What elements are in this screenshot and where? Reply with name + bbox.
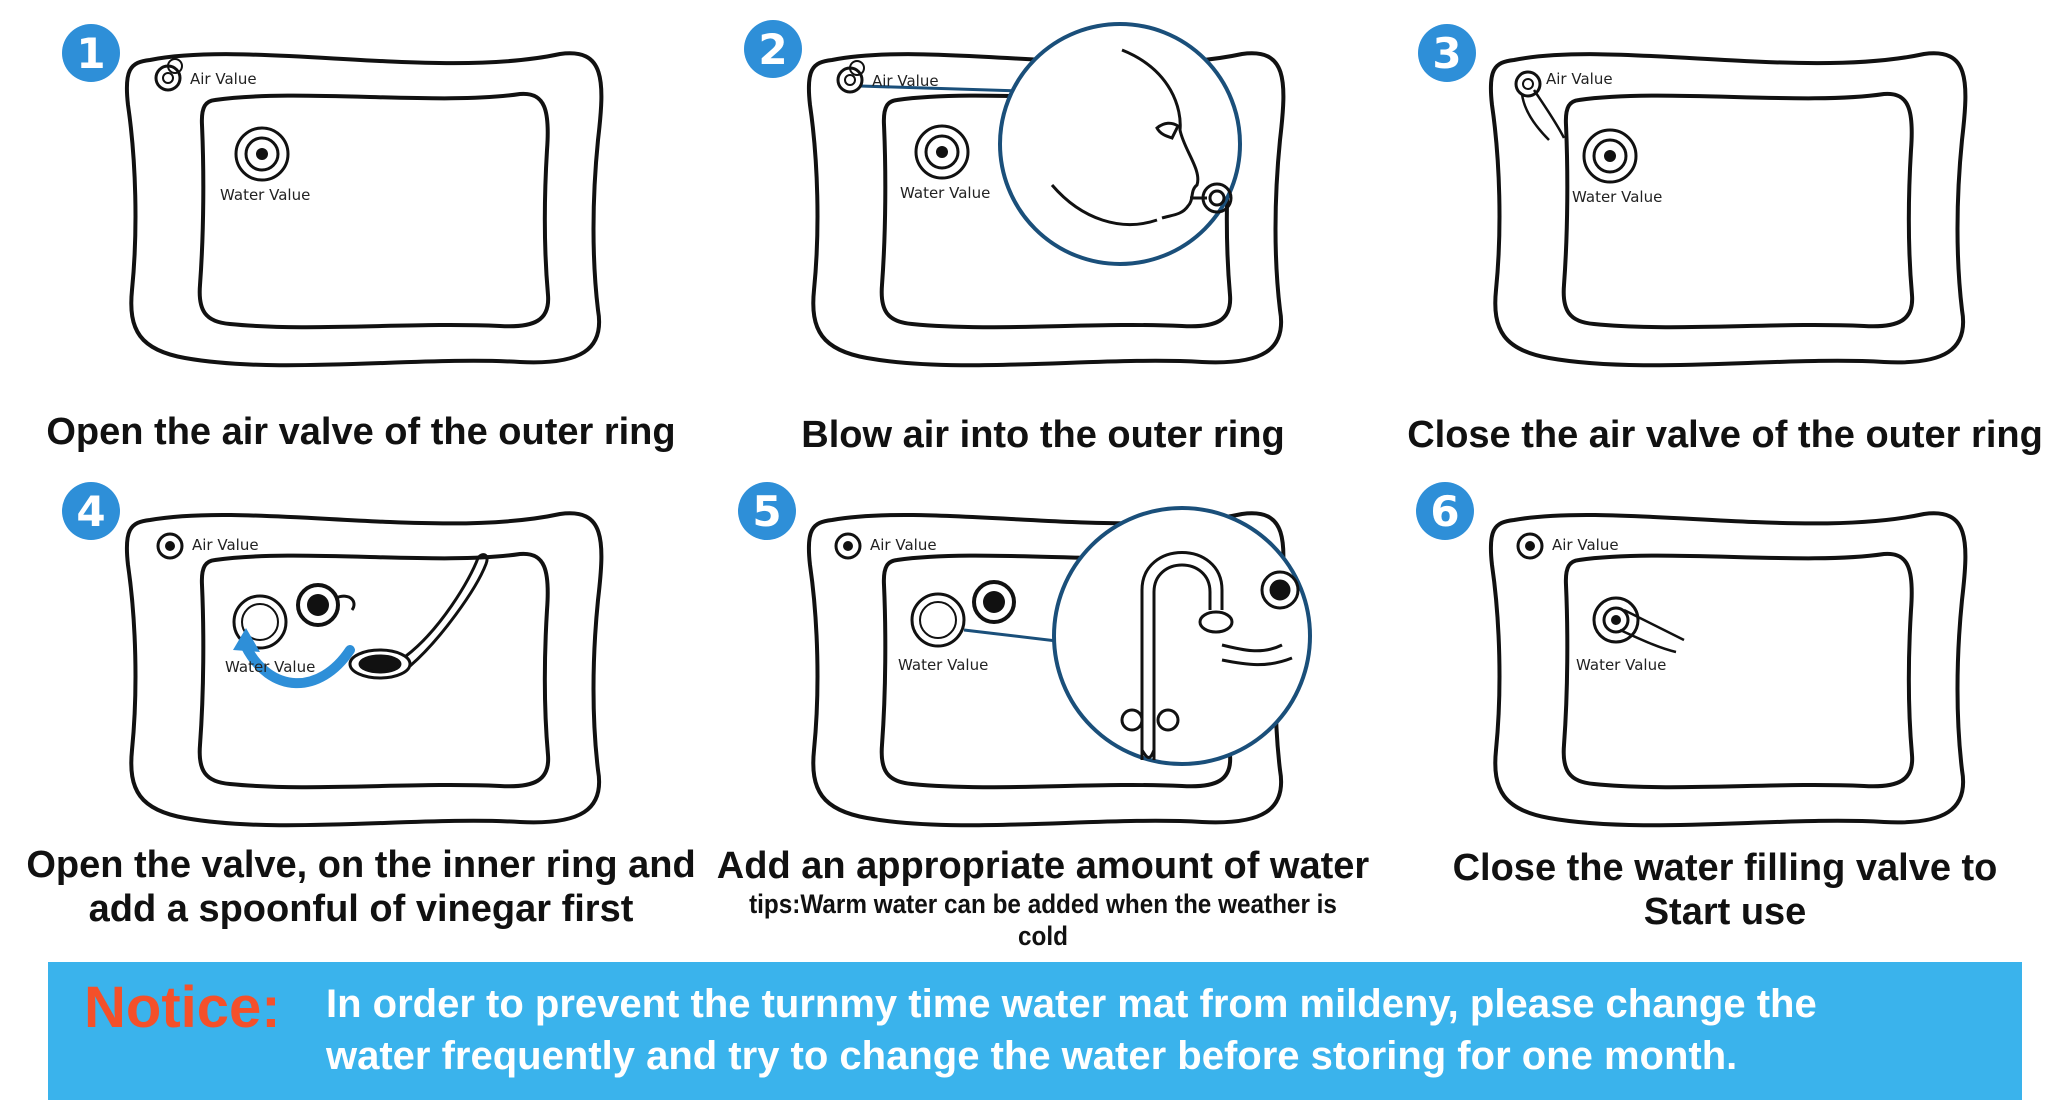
step-tips: tips:Warm water can be added when the we… (749, 889, 1337, 951)
water-valve-label: Water Value (1572, 188, 1662, 206)
inner-ring (197, 551, 551, 790)
step-caption: Open the valve, on the inner ring and ad… (20, 843, 702, 931)
step-number-badge: 2 (744, 20, 802, 78)
outer-ring (806, 51, 1286, 368)
outer-ring (124, 511, 604, 828)
step-caption: Close the water filling valve to Start u… (1384, 846, 2048, 934)
zoom-circle (1052, 506, 1312, 766)
air-valve-icon (156, 532, 184, 560)
step-caption: Add an appropriate amount of water tips:… (702, 844, 1384, 952)
inner-ring (1561, 551, 1915, 790)
air-valve-icon (154, 58, 183, 92)
air-valve-icon (1516, 532, 1544, 560)
finger-icon (1619, 608, 1685, 654)
step-number-badge: 3 (1418, 24, 1476, 82)
step-1: 1 Air Value Water Value Open the air val… (20, 10, 702, 480)
step-number-badge: 5 (738, 482, 796, 540)
water-valve-label: Water Value (898, 656, 988, 674)
outer-ring (1488, 511, 1968, 828)
finger-icon (1520, 89, 1566, 141)
faucet-icon (1120, 551, 1300, 760)
step-number-badge: 1 (62, 24, 120, 82)
valve-cap-icon (296, 583, 356, 627)
inner-ring (197, 91, 551, 330)
outer-ring (124, 51, 604, 368)
step-caption: Blow air into the outer ring (801, 414, 1285, 456)
step-number-badge: 4 (62, 482, 120, 540)
step-caption: Open the air valve of the outer ring (46, 411, 676, 453)
pour-arrow (240, 640, 355, 689)
spoon-icon (348, 553, 489, 680)
inner-ring (1561, 91, 1915, 330)
air-valve-icon (1514, 70, 1542, 98)
air-valve-label: Air Value (872, 72, 939, 90)
mat-illustration: Air Value Water Value (806, 22, 1286, 368)
mat-illustration: Air Value Water Value (124, 51, 604, 368)
notice-banner: Notice: In order to prevent the turnmy t… (48, 962, 2022, 1100)
face-icon (1050, 48, 1233, 227)
outer-ring (1488, 51, 1968, 368)
mat-illustration: Air Value Water Value (1488, 51, 1968, 368)
water-valve-label: Water Value (900, 184, 990, 202)
air-valve-label: Air Value (192, 536, 259, 554)
step-5: 5 Air Value Water Value Add an appropria… (702, 480, 1384, 952)
step-4: 4 Air Value Water Value Open the valve, … (20, 480, 702, 950)
air-valve-label: Air Value (870, 536, 937, 554)
step-number-badge: 6 (1416, 482, 1474, 540)
water-valve-label: Water Value (220, 186, 310, 204)
water-valve-label: Water Value (225, 658, 315, 676)
water-valve-icon (1582, 128, 1638, 184)
water-valve-icon (1592, 596, 1640, 644)
zoom-circle (998, 22, 1242, 266)
step-6: 6 Air Value Water Value Close the water … (1384, 480, 2048, 950)
notice-text: In order to prevent the turnmy time wate… (326, 978, 1986, 1082)
step-caption-line: add a spoonful of vinegar first (88, 888, 634, 930)
notice-title: Notice: (84, 975, 281, 1040)
step-caption-line: Start use (1643, 891, 1807, 933)
open-water-valve-icon (232, 594, 288, 650)
mat-illustration: Air Value Water Value (1488, 511, 1968, 828)
step-3: 3 Air Value Water Value Close the air va… (1384, 10, 2048, 480)
notice-line: In order to prevent the turnmy time wate… (326, 982, 1817, 1026)
mat-illustration: Air Value Water Value (806, 506, 1312, 828)
notice-line: water frequently and try to change the w… (326, 1034, 1738, 1078)
step-caption-line: Close the water filling valve to (1452, 847, 1998, 889)
mat-illustration: Air Value Water Value (124, 511, 604, 828)
step-caption-line: Add an appropriate amount of water (716, 845, 1370, 887)
water-valve-label: Water Value (1576, 656, 1666, 674)
air-valve-icon (834, 532, 862, 560)
air-valve-label: Air Value (1546, 70, 1613, 88)
air-valve-icon (836, 60, 865, 94)
water-valve-icon (914, 124, 970, 180)
air-valve-label: Air Value (1552, 536, 1619, 554)
valve-cap-icon (972, 580, 1016, 624)
step-caption: Close the air valve of the outer ring (1407, 414, 2043, 456)
water-valve-icon (234, 126, 290, 182)
step-caption-line: Open the valve, on the inner ring and (26, 844, 696, 886)
step-2: 2 Air Value Water Value Blow air into th… (702, 10, 1384, 480)
air-valve-label: Air Value (190, 70, 257, 88)
open-water-valve-icon (910, 592, 966, 648)
